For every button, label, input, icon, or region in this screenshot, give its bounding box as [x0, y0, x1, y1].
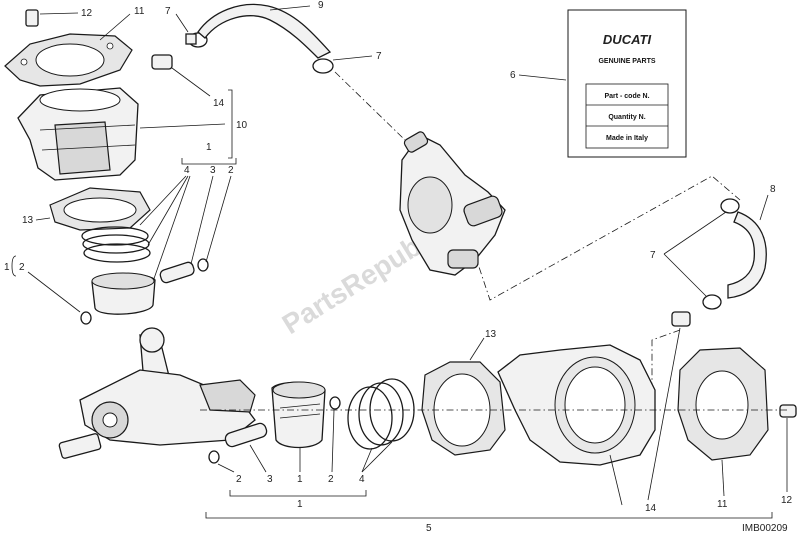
callout-7-b: 7 — [376, 51, 382, 62]
dowel-14-bottom — [671, 311, 691, 327]
water-pump — [399, 131, 506, 276]
wrist-pin-3-bottom — [224, 422, 268, 448]
callout-2-bottom-a: 2 — [236, 474, 242, 485]
made-in-italy-text: Made in Italy — [606, 135, 648, 142]
clamp-7-lower — [702, 294, 722, 310]
crankshaft-assembly — [58, 327, 256, 459]
callout-4-bottom: 4 — [359, 474, 365, 485]
clamp-7-right — [312, 58, 334, 74]
circlip-2-bottom-a — [208, 450, 220, 464]
callout-4-top: 4 — [184, 165, 190, 176]
callout-7-c: 7 — [650, 250, 656, 261]
callout-10: 10 — [236, 120, 248, 131]
clamp-7-upper — [720, 198, 740, 214]
ducati-logo-text: DUCATI — [603, 32, 652, 47]
callout-9: 9 — [318, 0, 324, 11]
callout-1-left: 1 — [4, 262, 10, 273]
callout-13-bottom: 13 — [485, 329, 497, 340]
base-gasket-13-bottom — [421, 361, 506, 456]
piston-top — [91, 272, 156, 315]
water-hose-8 — [727, 211, 767, 299]
callout-11-top: 11 — [134, 6, 145, 17]
callout-12-top: 12 — [81, 8, 93, 19]
piston-rings-4-bottom — [347, 378, 415, 450]
cylinder-10 — [17, 87, 139, 181]
head-gasket-11-top — [4, 33, 133, 87]
callout-14-bottom: 14 — [645, 503, 657, 514]
part-code-text: Part - code N. — [604, 93, 649, 100]
circlip-2-top — [197, 258, 209, 272]
callout-6: 6 — [510, 70, 516, 81]
cylinder-bottom — [497, 344, 656, 466]
callout-13-top: 13 — [22, 215, 34, 226]
callout-12-bottom: 12 — [781, 495, 793, 506]
image-code: IMB00209 — [742, 523, 788, 534]
stud-12-bottom — [779, 404, 797, 418]
circlip-2-left — [80, 311, 92, 325]
callout-1-bottom: 1 — [297, 499, 303, 510]
callout-14-top: 14 — [213, 98, 225, 109]
callout-2-top: 2 — [228, 165, 234, 176]
circlip-2-bottom-b — [329, 396, 341, 410]
dowel-14-top — [151, 54, 173, 70]
wrist-pin-3-top — [159, 261, 195, 284]
callout-3-bottom: 3 — [267, 474, 273, 485]
quantity-text: Quantity N. — [608, 114, 645, 121]
callout-1-bottom-label: 1 — [297, 474, 303, 485]
piston-bottom — [271, 381, 326, 449]
callout-1-top: 1 — [206, 142, 212, 153]
callout-8: 8 — [770, 184, 776, 195]
callout-2-bottom-b: 2 — [328, 474, 334, 485]
callout-7-a: 7 — [165, 6, 171, 17]
piston-rings-4-top — [81, 226, 151, 263]
water-hose-9 — [197, 3, 332, 59]
clamp-7-top — [185, 32, 208, 48]
genuine-parts-card: DUCATI GENUINE PARTS Part - code N. Quan… — [567, 9, 687, 158]
callout-5: 5 — [426, 523, 432, 534]
callout-3-top: 3 — [210, 165, 216, 176]
base-gasket-13-top — [49, 187, 151, 231]
callout-11-bottom: 11 — [717, 499, 728, 510]
genuine-parts-text: GENUINE PARTS — [598, 58, 655, 65]
head-gasket-11-bottom — [677, 347, 769, 461]
callout-2-left: 2 — [19, 262, 25, 273]
stud-12-top — [25, 9, 39, 27]
